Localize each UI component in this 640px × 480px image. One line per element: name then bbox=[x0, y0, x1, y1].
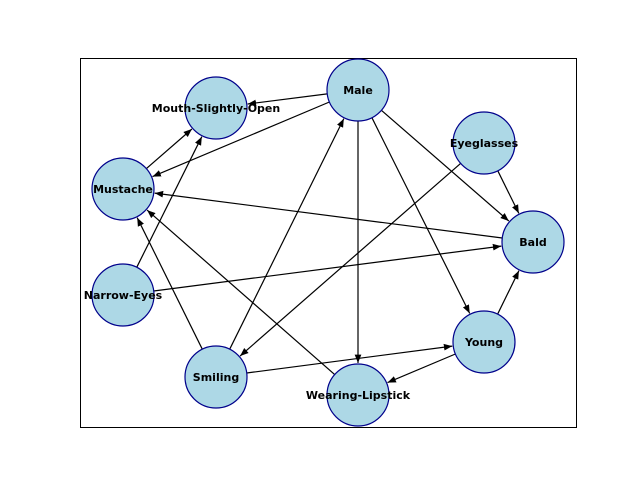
edge-mustache-to-mouth bbox=[146, 128, 193, 170]
edge-smiling-to-male bbox=[229, 118, 345, 350]
node-young: Young bbox=[452, 310, 516, 374]
node-smiling: Smiling bbox=[184, 345, 248, 409]
node-circle-bald bbox=[501, 210, 565, 274]
node-eyeglasses: Eyeglasses bbox=[450, 111, 519, 175]
nodes-layer: MaleMouth-Slightly-OpenEyeglassesMustach… bbox=[84, 58, 565, 427]
edge-young-to-bald bbox=[497, 270, 520, 315]
node-lipstick: Wearing-Lipstick bbox=[306, 363, 411, 427]
edge-male-to-mustache bbox=[152, 101, 330, 178]
edge-eyeglasses-to-bald bbox=[497, 170, 520, 214]
edge-bald-to-mustache bbox=[154, 190, 503, 239]
node-circle-narrow bbox=[91, 263, 155, 327]
node-narrow: Narrow-Eyes bbox=[84, 263, 163, 327]
edges-layer bbox=[136, 93, 520, 384]
node-bald: Bald bbox=[501, 210, 565, 274]
node-circle-mouth bbox=[184, 76, 248, 140]
node-label-eyeglasses: Eyeglasses bbox=[450, 137, 519, 150]
edge-eyeglasses-to-smiling bbox=[239, 162, 461, 357]
node-circle-eyeglasses bbox=[452, 111, 516, 175]
node-circle-male bbox=[326, 58, 390, 122]
node-label-smiling: Smiling bbox=[193, 371, 239, 384]
edge-smiling-to-mustache bbox=[136, 217, 203, 350]
edge-young-to-lipstick bbox=[387, 353, 456, 384]
edge-lipstick-to-mustache bbox=[146, 209, 336, 376]
edge-male-to-young bbox=[371, 117, 471, 314]
node-circle-young bbox=[452, 310, 516, 374]
node-label-male: Male bbox=[343, 84, 373, 97]
node-label-narrow: Narrow-Eyes bbox=[84, 289, 163, 302]
node-circle-lipstick bbox=[326, 363, 390, 427]
edge-male-to-bald bbox=[381, 109, 510, 222]
node-label-young: Young bbox=[464, 336, 503, 349]
node-circle-mustache bbox=[91, 157, 155, 221]
edge-male-to-mouth bbox=[247, 93, 328, 107]
node-label-mustache: Mustache bbox=[93, 183, 153, 196]
node-label-lipstick: Wearing-Lipstick bbox=[306, 389, 411, 402]
plot-frame bbox=[80, 58, 577, 428]
node-label-mouth: Mouth-Slightly-Open bbox=[152, 102, 280, 115]
node-circle-smiling bbox=[184, 345, 248, 409]
edge-smiling-to-young bbox=[246, 343, 453, 374]
node-mustache: Mustache bbox=[91, 157, 155, 221]
node-label-bald: Bald bbox=[519, 236, 546, 249]
node-mouth: Mouth-Slightly-Open bbox=[152, 76, 280, 140]
node-male: Male bbox=[326, 58, 390, 122]
edge-narrow-to-mouth bbox=[136, 136, 203, 268]
edge-narrow-to-bald bbox=[153, 243, 502, 292]
